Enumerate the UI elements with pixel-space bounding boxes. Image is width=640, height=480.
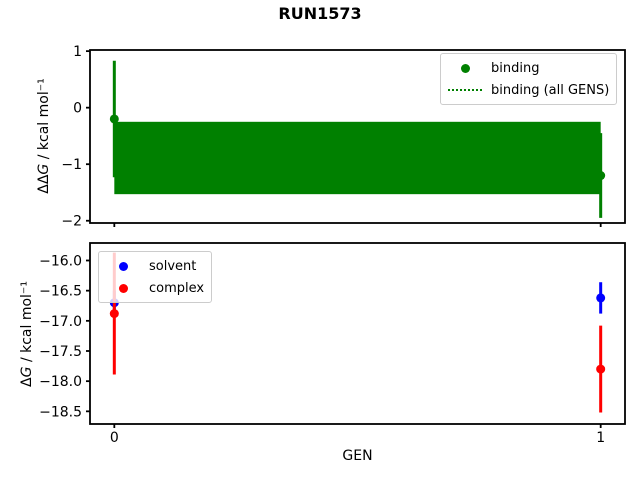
bottom-y-axis-label: ΔG / kcal mol⁻¹ (19, 281, 35, 387)
top-ylabel-prefix: ΔΔ (36, 174, 52, 194)
bottom-legend: solvent complex (98, 251, 213, 303)
legend-handle (447, 89, 483, 91)
x-axis-label: GEN (342, 448, 373, 464)
binding-data-point (109, 114, 119, 124)
solvent-data-point (596, 293, 606, 303)
y-tick-label: −1 (61, 157, 82, 173)
legend-label-solvent: solvent (149, 258, 197, 274)
y-tick-label: −18.5 (39, 404, 82, 420)
solvent-marker-icon (118, 261, 128, 271)
top-ylabel-variable: G (36, 163, 52, 175)
x-tick-label: 0 (110, 430, 119, 446)
legend-handle (447, 63, 483, 73)
complex-data-point (109, 309, 119, 319)
y-tick-label: 1 (73, 44, 82, 60)
y-tick-label: −18.0 (39, 374, 82, 390)
figure-title: RUN1573 (278, 4, 362, 23)
legend-label-binding: binding (491, 60, 540, 76)
complex-data-point (596, 364, 606, 374)
legend-handle (105, 261, 141, 271)
top-legend: binding binding (all GENS) (440, 53, 618, 105)
y-tick-label: −17.0 (39, 314, 82, 330)
legend-entry-binding: binding (447, 57, 609, 79)
legend-entry-solvent: solvent (105, 255, 204, 277)
legend-handle (105, 283, 141, 293)
bottom-ylabel-variable: G (19, 366, 35, 378)
axes-frame (89, 49, 626, 224)
legend-entry-complex: complex (105, 277, 204, 299)
y-tick-label: −2 (61, 214, 82, 230)
bottom-ylabel-units: / kcal mol⁻¹ (19, 281, 35, 367)
legend-label-binding-all-gens: binding (all GENS) (491, 82, 610, 98)
binding-data-point (596, 171, 606, 181)
y-tick-label: −16.0 (39, 253, 82, 269)
top-ylabel-units: / kcal mol⁻¹ (36, 78, 52, 164)
legend-label-complex: complex (149, 280, 205, 296)
top-y-axis-label: ΔΔG / kcal mol⁻¹ (36, 78, 52, 193)
x-tick-label: 1 (596, 430, 605, 446)
complex-marker-icon (118, 283, 128, 293)
legend-entry-binding-all-gens: binding (all GENS) (447, 79, 609, 101)
binding-marker-icon (460, 63, 470, 73)
y-tick-label: 0 (73, 101, 82, 117)
bottom-ylabel-prefix: Δ (19, 377, 35, 387)
axes-frame (89, 242, 626, 425)
dotted-line-icon (448, 89, 482, 91)
y-tick-label: −17.5 (39, 344, 82, 360)
y-tick-label: −16.5 (39, 284, 82, 300)
